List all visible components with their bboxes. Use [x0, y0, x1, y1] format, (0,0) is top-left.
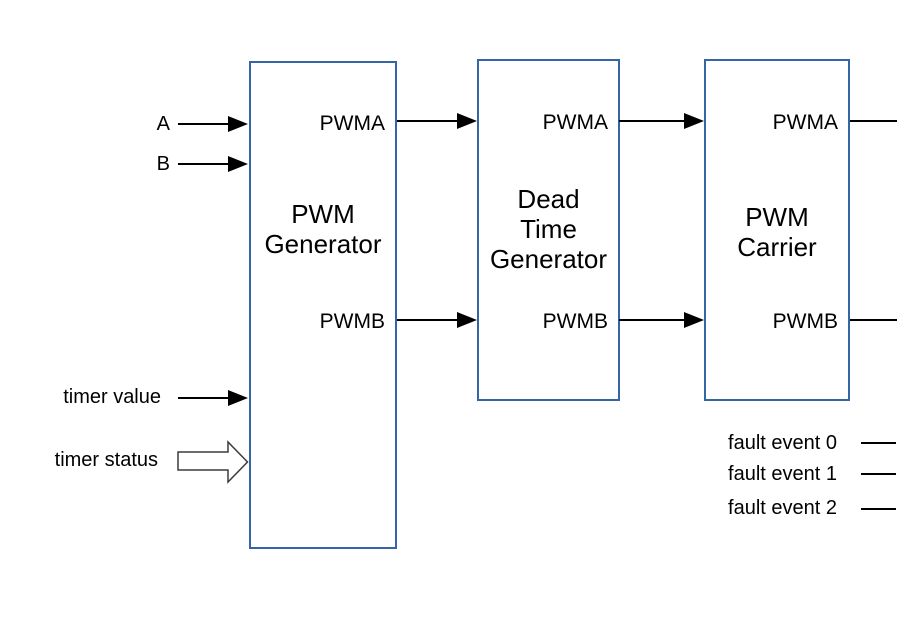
- arrow-shaft: [619, 319, 686, 321]
- arrow-shaft: [397, 120, 459, 122]
- pwmb-port-label: PWMB: [542, 310, 608, 333]
- arrow-shaft: [178, 123, 230, 125]
- arrowhead-icon: [457, 113, 477, 129]
- arrowhead-icon: [228, 116, 248, 132]
- timer-status-label: timer status: [54, 449, 158, 471]
- arrowhead-icon: [684, 312, 704, 328]
- fault-event-2-label: fault event 2: [728, 497, 837, 519]
- dead-time-generator-block: Dead Time Generator PWMA PWMB: [477, 59, 620, 401]
- arrowhead-icon: [228, 156, 248, 172]
- pwm-generator-block: PWM Generator PWMA PWMB: [249, 61, 397, 549]
- pwm-carrier-block: PWM Carrier PWMA PWMB: [704, 59, 850, 401]
- arrowhead-icon: [684, 113, 704, 129]
- input-arrow-a: [178, 116, 248, 132]
- output-line-pwmb: [850, 319, 897, 321]
- pwma-port-label: PWMA: [319, 112, 385, 135]
- pwmb-port-label: PWMB: [772, 310, 838, 333]
- pwmb-port-label: PWMB: [319, 310, 385, 333]
- arrow-shaft: [178, 397, 230, 399]
- arrow-shaft: [619, 120, 686, 122]
- arrowhead-icon: [457, 312, 477, 328]
- connector-pwmb-deadtime-to-carrier: [619, 312, 704, 328]
- fault-event-0-label: fault event 0: [728, 432, 837, 454]
- block-title: Dead Time Generator: [489, 184, 608, 274]
- output-line-pwma: [850, 120, 897, 122]
- block-title: PWM Generator: [264, 199, 382, 259]
- input-arrow-b: [178, 156, 248, 172]
- arrowhead-icon: [228, 390, 248, 406]
- arrow-shaft: [397, 319, 459, 321]
- timer-status-block-arrow-icon: [177, 440, 249, 484]
- arrow-shaft: [178, 163, 230, 165]
- input-arrow-timer-value: [178, 390, 248, 406]
- fault-event-0-line: [861, 442, 896, 444]
- input-label-b: B: [156, 153, 170, 175]
- timer-value-label: timer value: [63, 386, 161, 408]
- fault-event-1-label: fault event 1: [728, 463, 837, 485]
- fault-event-2-line: [861, 508, 896, 510]
- pwma-port-label: PWMA: [542, 111, 608, 134]
- connector-pwma-deadtime-to-carrier: [619, 113, 704, 129]
- input-label-a: A: [156, 113, 170, 135]
- connector-pwmb-generator-to-deadtime: [397, 312, 477, 328]
- fault-event-1-line: [861, 473, 896, 475]
- block-title: PWM Carrier: [737, 202, 817, 262]
- pwma-port-label: PWMA: [772, 111, 838, 134]
- connector-pwma-generator-to-deadtime: [397, 113, 477, 129]
